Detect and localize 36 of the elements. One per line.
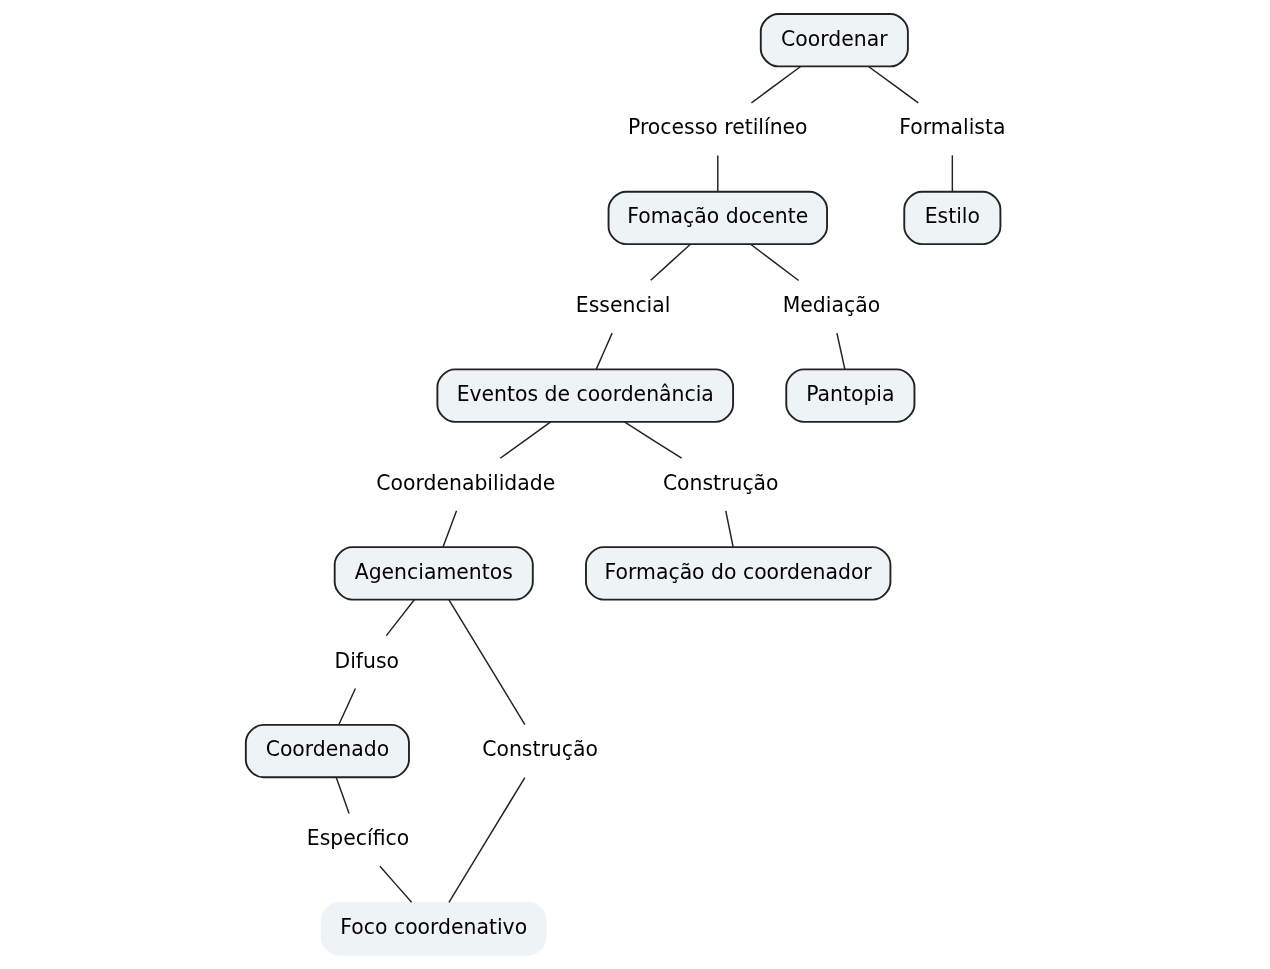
connector xyxy=(441,510,457,548)
node-box: Estilo xyxy=(902,190,1001,246)
connector xyxy=(750,65,801,104)
connector xyxy=(867,65,919,104)
connector xyxy=(595,332,613,370)
connector xyxy=(335,776,350,815)
connector xyxy=(447,599,526,726)
connector xyxy=(385,598,415,637)
node-text: Difuso xyxy=(333,648,399,673)
node-text: Essencial xyxy=(575,293,670,318)
connector xyxy=(623,421,682,459)
node-box: Formação do coordenador xyxy=(584,546,891,601)
node-box: Eventos de coordenância xyxy=(435,368,734,423)
node-box: Coordenar xyxy=(759,13,909,68)
node-box: Pantopia xyxy=(784,368,915,423)
connector xyxy=(649,243,691,281)
node-box: Fomação docente xyxy=(607,190,828,246)
node-text: Formalista xyxy=(898,115,1005,140)
connector xyxy=(749,243,799,282)
node-text: Processo retilíneo xyxy=(627,115,808,140)
node-text: Coordenabilidade xyxy=(375,470,555,495)
connector xyxy=(835,332,846,370)
connector xyxy=(378,865,412,903)
node-box: Agenciamentos xyxy=(333,546,534,601)
node-box: Foco coordenativo xyxy=(320,901,547,956)
connector xyxy=(499,421,551,459)
node-text: Construção xyxy=(662,470,779,495)
node-text: Mediação xyxy=(782,293,880,318)
connector xyxy=(337,687,356,726)
connector xyxy=(951,154,953,193)
node-text: Construção xyxy=(481,737,598,762)
node-text: Específico xyxy=(306,826,409,851)
connector xyxy=(724,510,734,548)
node-box: Coordenado xyxy=(244,723,410,779)
connector xyxy=(716,154,719,193)
connector xyxy=(447,776,526,904)
